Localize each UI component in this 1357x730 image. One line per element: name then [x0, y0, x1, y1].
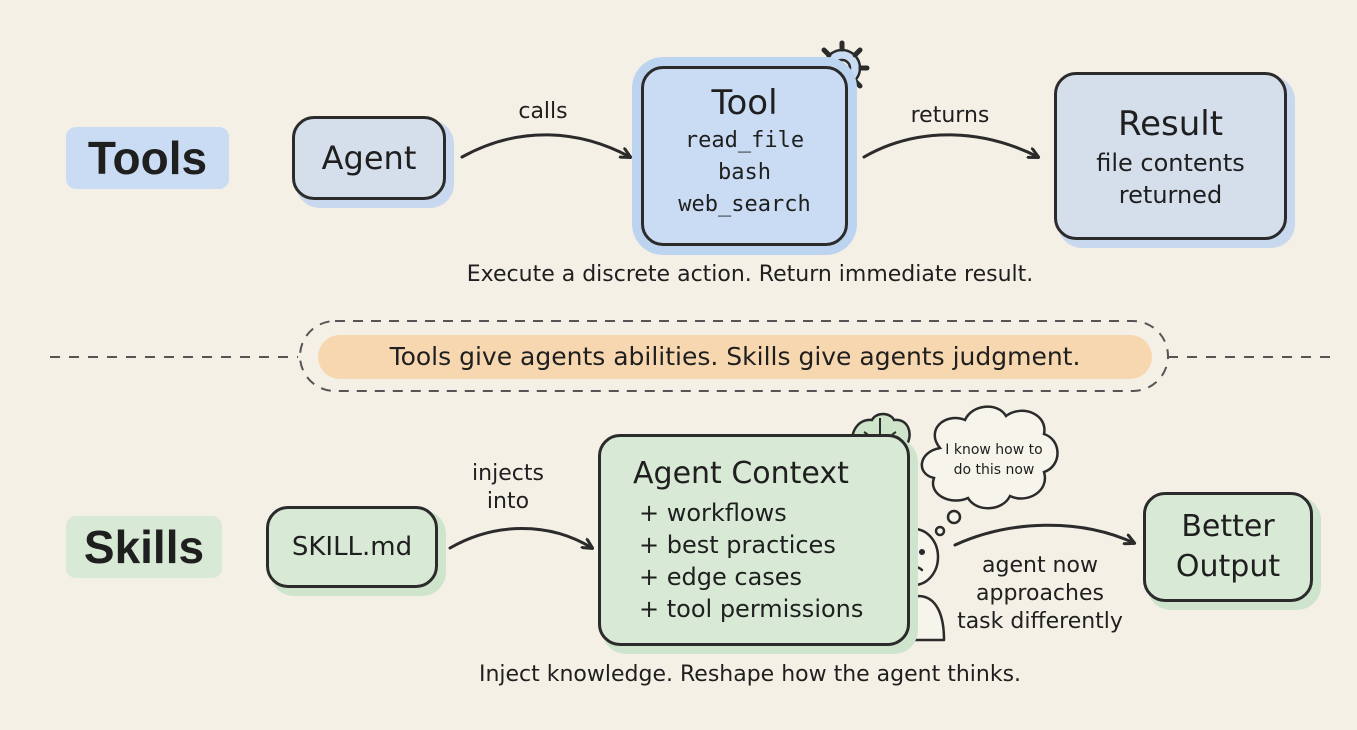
banner-outline [299, 320, 1169, 392]
arrow-context-to-output [953, 523, 1134, 547]
result-node: Result file contents returned [1054, 72, 1287, 240]
arrow-skill-to-context [448, 527, 592, 549]
returns-edge-label: returns [910, 103, 990, 128]
agent-context-node: Agent Context + workflows + best practic… [598, 434, 910, 646]
agent-approach-edge-label: agent now approaches task differently [957, 553, 1123, 634]
skills-caption: Inject knowledge. Reshape how the agent … [478, 662, 1022, 687]
context-item: + workflows [639, 499, 787, 527]
better-output-label: Better Output [1175, 509, 1281, 584]
injects-into-edge-label: injects into [472, 461, 544, 514]
agent-node-label: Agent [321, 139, 417, 177]
tool-node-title: Tool [711, 83, 778, 123]
agent-node: Agent [292, 116, 446, 200]
arrow-agent-to-tool [460, 133, 630, 157]
tool-item: web_search [678, 192, 811, 217]
key-message-banner: Tools give agents abilities. Skills give… [318, 335, 1152, 379]
skills-section-label: Skills [66, 516, 222, 578]
context-item: + tool permissions [639, 595, 864, 623]
result-node-title: Result [1117, 104, 1224, 144]
tool-item: bash [718, 160, 771, 185]
arrow-tool-to-result [862, 133, 1038, 157]
tools-caption: Execute a discrete action. Return immedi… [466, 262, 1034, 287]
thought-bubble-text: I know how to do this now [945, 442, 1043, 478]
skill-file-node: SKILL.md [266, 506, 438, 588]
tools-section-label: Tools [66, 127, 229, 189]
skill-file-label: SKILL.md [291, 532, 413, 562]
tool-node: Tool read_file bash web_search [641, 66, 848, 246]
thought-bubble-shape [920, 405, 1059, 537]
better-output-node: Better Output [1143, 492, 1313, 602]
calls-edge-label: calls [518, 99, 568, 124]
agent-context-title: Agent Context [633, 456, 849, 491]
context-item: + best practices [639, 531, 836, 559]
context-item: + edge cases [639, 563, 803, 591]
result-line: returned [1118, 181, 1223, 209]
tool-item: read_file [684, 128, 805, 153]
result-line: file contents [1096, 149, 1245, 177]
